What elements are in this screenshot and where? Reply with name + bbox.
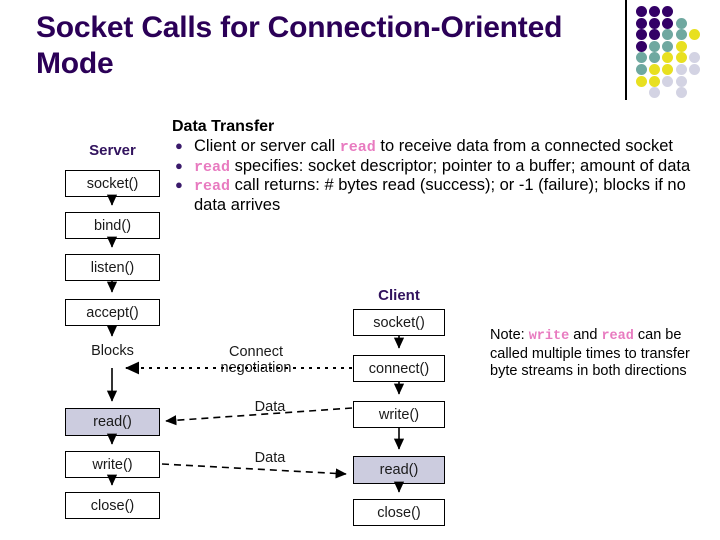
logo-dot — [675, 64, 687, 75]
logo-dot — [649, 40, 661, 52]
code-keyword: write — [528, 329, 570, 344]
text-run: Client or server call — [194, 137, 340, 156]
logo-divider — [625, 0, 627, 100]
connector-label-connect-line2: negotiation — [220, 360, 292, 376]
bullet-item: ● Client or server call read to receive d… — [172, 137, 712, 157]
data-transfer-block: Data Transfer ● Client or server call rea… — [172, 118, 712, 215]
client-column-header: Client — [378, 287, 420, 304]
server-blocks-label: Blocks — [91, 343, 134, 359]
text-run: Note: — [490, 327, 529, 343]
server-column-header: Server — [89, 142, 136, 159]
text-run: call returns: # bytes read (success); or… — [194, 176, 686, 215]
bullet-dot-icon: ● — [175, 138, 183, 154]
logo-dot — [688, 64, 700, 75]
logo-dot — [662, 75, 674, 87]
logo-dot — [662, 6, 674, 17]
connector-label-connect-line1: Connect — [228, 344, 283, 360]
bullet-list: ● Client or server call read to receive d… — [172, 137, 712, 215]
logo-dot — [636, 40, 647, 52]
client-step-close[interactable]: close() — [353, 499, 445, 526]
server-step-bind[interactable]: bind() — [65, 212, 160, 239]
logo-dot — [636, 64, 647, 75]
logo-dot — [675, 87, 687, 99]
logo-dot — [649, 6, 661, 17]
server-step-write[interactable]: write() — [65, 451, 160, 478]
code-keyword: read — [601, 329, 634, 344]
code-keyword: read — [339, 139, 376, 157]
logo-dot — [649, 29, 661, 41]
bullet-text: Client or server call read to receive da… — [194, 137, 712, 157]
bullet-dot-icon: ● — [175, 157, 183, 173]
dot-grid-logo — [636, 6, 714, 99]
server-step-listen[interactable]: listen() — [65, 254, 160, 281]
logo-dot — [649, 87, 661, 99]
logo-dot — [675, 52, 687, 64]
logo-dot — [636, 17, 647, 29]
logo-dot — [662, 52, 674, 64]
server-step-close[interactable]: close() — [65, 492, 160, 519]
logo-dot — [662, 64, 674, 75]
bullet-item: ● read specifies: socket descriptor; poin… — [172, 157, 712, 177]
bullet-text: read specifies: socket descriptor; point… — [194, 157, 712, 177]
logo-dot — [688, 29, 700, 41]
bullet-item: ● read call returns: # bytes read (succes… — [172, 176, 712, 215]
text-run: to receive data from a connected socket — [375, 137, 673, 156]
page-title: Socket Calls for Connection-Oriented Mod… — [36, 11, 563, 80]
server-step-read[interactable]: read() — [65, 408, 160, 436]
logo-dot — [636, 75, 647, 87]
logo-dot — [649, 17, 661, 29]
logo-dot — [675, 75, 687, 87]
logo-dot — [649, 75, 661, 87]
client-step-write[interactable]: write() — [353, 401, 445, 428]
connector-label-data-lower: Data — [254, 450, 286, 466]
text-run: and — [569, 327, 602, 343]
logo-dot — [675, 17, 687, 29]
server-step-socket[interactable]: socket() — [65, 170, 160, 197]
logo-dot — [636, 6, 647, 17]
logo-dot — [675, 40, 687, 52]
bullet-dot-icon: ● — [175, 177, 183, 193]
code-keyword: read — [194, 158, 231, 176]
logo-dot — [662, 40, 674, 52]
logo-dot — [636, 29, 647, 41]
code-keyword: read — [194, 178, 231, 196]
text-run: can be called multiple times to transfer… — [490, 327, 690, 380]
data-transfer-heading: Data Transfer — [172, 118, 275, 135]
logo-dot — [675, 29, 687, 41]
client-step-read[interactable]: read() — [353, 456, 445, 484]
logo-dot — [662, 29, 674, 41]
text-run: specifies: socket descriptor; pointer to… — [230, 156, 691, 175]
client-step-connect[interactable]: connect() — [353, 355, 445, 382]
logo-dot — [688, 52, 700, 64]
connector-label-data-upper: Data — [254, 399, 286, 415]
note-block: Note: write and read can be called multi… — [490, 327, 700, 381]
server-step-accept[interactable]: accept() — [65, 299, 160, 326]
logo-dot — [636, 52, 647, 64]
bullet-text: read call returns: # bytes read (success… — [194, 176, 712, 215]
logo-dot — [649, 52, 661, 64]
logo-dot — [662, 17, 674, 29]
logo-dot — [649, 64, 661, 75]
client-step-socket[interactable]: socket() — [353, 309, 445, 336]
